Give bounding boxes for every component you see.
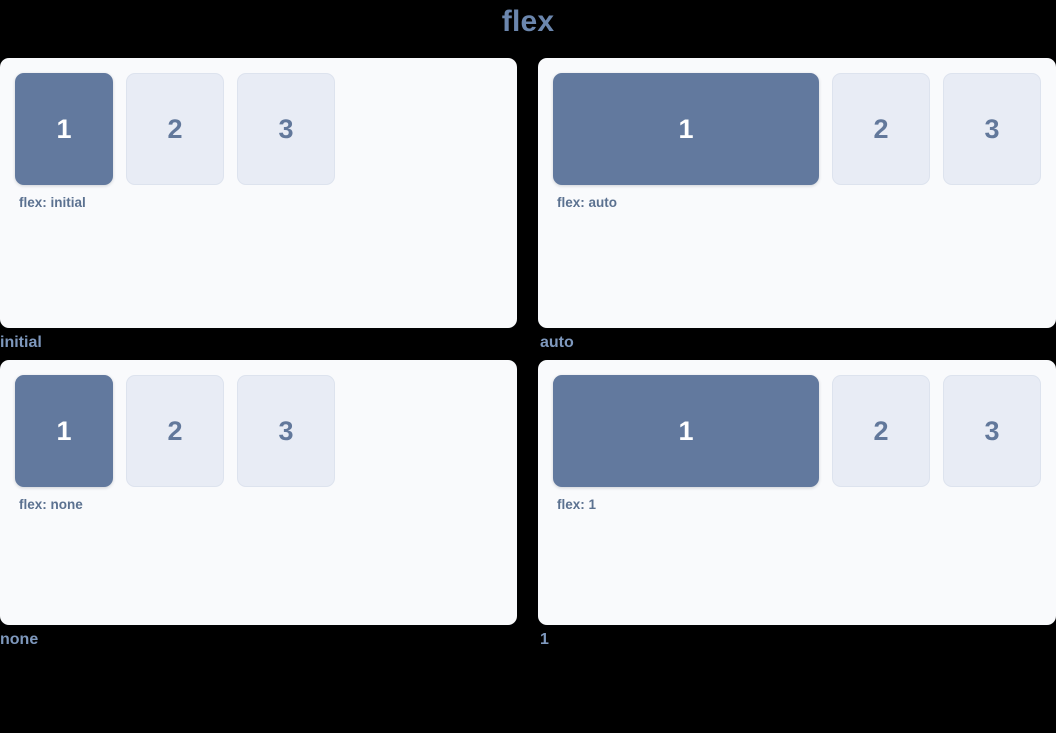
flex-item-3: 3 [943,73,1041,185]
demo-cell-auto: 1 2 3 flex: auto auto [538,58,1056,352]
flex-item-2: 2 [832,73,930,185]
flex-value-label: flex: none [19,497,83,513]
flex-container-auto: 1 2 3 [538,73,1056,185]
flex-item-1: 1 [15,375,113,488]
flex-item-1: 1 [15,73,113,185]
flex-item-3: 3 [237,375,335,488]
flex-value-label: flex: auto [557,195,618,210]
page-title: flex [501,5,555,38]
flex-container-one: 1 2 3 [538,375,1056,488]
demo-grid: 1 2 3 flex: initial initial 1 2 3 flex: … [0,58,1056,649]
flex-value-label: flex: 1 [557,497,597,513]
panel-caption-one: 1 [540,631,549,649]
flex-value-label: flex: initial [19,195,86,210]
flex-item-2: 2 [126,375,224,488]
flex-container-initial: 1 2 3 [0,73,517,185]
demo-panel-auto: 1 2 3 flex: auto [538,58,1056,328]
demo-cell-one: 1 2 3 flex: 1 1 [538,360,1056,649]
demo-panel-initial: 1 2 3 flex: initial [0,58,517,328]
panel-caption-initial: initial [0,334,42,351]
flex-item-3: 3 [237,73,335,185]
flex-item-1: 1 [553,73,819,185]
panel-caption-none: none [0,631,39,649]
flex-item-2: 2 [126,73,224,185]
demo-panel-none: 1 2 3 flex: none [0,360,517,626]
demo-cell-none: 1 2 3 flex: none none [0,360,517,649]
flex-item-3: 3 [943,375,1041,488]
flex-container-none: 1 2 3 [0,375,517,488]
flex-item-1: 1 [553,375,819,488]
demo-cell-initial: 1 2 3 flex: initial initial [0,58,517,352]
panel-caption-auto: auto [540,334,574,351]
flex-item-2: 2 [832,375,930,488]
demo-panel-one: 1 2 3 flex: 1 [538,360,1056,626]
